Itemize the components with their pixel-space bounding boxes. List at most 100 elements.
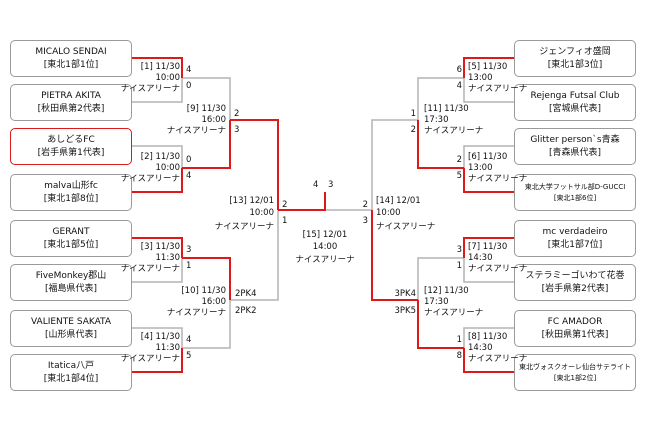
winner-path-line: [463, 57, 514, 78]
team-box-highlighted: あしどるFC [岩手県第1代表]: [10, 128, 132, 165]
team-label: [東北1部2位]: [553, 373, 597, 382]
team-name: ジェンフィオ盛岡: [539, 46, 611, 57]
bracket-line: [182, 77, 231, 120]
match-number: [9] 11/30: [186, 104, 226, 114]
score: 1: [282, 216, 288, 226]
match-number: [3] 11/30: [140, 242, 180, 252]
team-label: [東北1部1位]: [43, 59, 99, 70]
match-time: 11:30: [155, 343, 181, 353]
bracket-line: [463, 78, 514, 103]
winner-path-line: [132, 348, 183, 373]
match-venue: ナイスアリーナ: [166, 126, 226, 136]
score: 4: [186, 65, 192, 75]
team-box: FiveMonkey郡山 [福島県代表]: [10, 264, 132, 301]
bracket-line: [132, 78, 183, 103]
team-box: 東北ヴォスクオーレ仙台サテライト [東北1部2位]: [514, 354, 636, 391]
match-venue: ナイスアリーナ: [468, 354, 528, 364]
score: 3: [456, 245, 462, 255]
match-venue: ナイスアリーナ: [424, 126, 484, 136]
team-label: [岩手県第1代表]: [37, 147, 105, 158]
match-venue: ナイスアリーナ: [214, 222, 274, 232]
match-time: 14:30: [468, 253, 493, 263]
match-number: [14] 12/01: [376, 196, 421, 206]
score: 2: [456, 155, 462, 165]
match-venue: ナイスアリーナ: [120, 354, 180, 364]
score: 3: [362, 216, 368, 226]
score: 3PK5: [394, 306, 416, 316]
team-name: あしどるFC: [47, 134, 95, 145]
score: 4: [313, 180, 319, 190]
bracket-line: [463, 258, 514, 283]
match-number: [11] 11/30: [424, 104, 469, 114]
team-label: [東北1部8位]: [43, 193, 99, 204]
bracket-line: [132, 258, 183, 283]
score: 4: [186, 171, 192, 181]
match-time: 11:30: [155, 253, 181, 263]
match-number: [12] 11/30: [424, 286, 469, 296]
bracket-line: [463, 327, 514, 348]
score: 5: [456, 171, 462, 181]
score: 1: [186, 261, 192, 271]
match-time: 10:00: [249, 208, 275, 218]
match-time: 10:00: [376, 208, 401, 218]
score: 0: [186, 81, 192, 91]
match-time: 13:00: [468, 73, 493, 83]
match-venue: ナイスアリーナ: [468, 264, 528, 274]
score: 4: [456, 81, 462, 91]
score: 3: [186, 245, 192, 255]
winner-path-line: [132, 57, 183, 78]
team-name: 東北ヴォスクオーレ仙台サテライト: [519, 362, 631, 371]
score: 2PK4: [235, 289, 257, 299]
team-box: VALIENTE SAKATA [山形県代表]: [10, 310, 132, 347]
score: 5: [186, 351, 192, 361]
score: 1: [410, 109, 416, 119]
team-name: malva山形fc: [44, 180, 98, 191]
match-number: [5] 11/30: [468, 62, 508, 72]
winner-path-line: [132, 168, 183, 193]
score: 2PK2: [235, 306, 257, 316]
bracket-line: [417, 257, 464, 300]
score: 3PK4: [394, 289, 416, 299]
winner-path-line: [371, 210, 418, 301]
score: 3: [328, 180, 334, 190]
score: 6: [456, 65, 462, 75]
team-name: MICALO SENDAI: [35, 46, 107, 57]
score: 2: [234, 109, 240, 119]
match-venue: ナイスアリーナ: [468, 174, 528, 184]
winner-path-line: [463, 237, 514, 258]
team-name: GERANT: [52, 226, 90, 237]
team-label: [青森県代表]: [548, 147, 602, 158]
match-number: [4] 11/30: [140, 332, 180, 342]
match-number: [7] 11/30: [468, 242, 508, 252]
bracket-line: [182, 300, 231, 349]
team-label: [東北1部4位]: [43, 373, 99, 384]
match-venue: ナイスアリーナ: [120, 84, 180, 94]
winner-path-line: [182, 120, 231, 169]
team-label: [東北1部7位]: [547, 239, 603, 250]
match-number: [10] 11/30: [181, 286, 226, 296]
match-time: 10:00: [155, 163, 181, 173]
team-label: [福島県代表]: [44, 283, 98, 294]
match-time: 17:30: [424, 297, 449, 307]
score: 2: [282, 200, 288, 210]
match-number: [13] 12/01: [229, 196, 274, 206]
winner-path-line: [278, 192, 326, 211]
match-venue: ナイスアリーナ: [295, 255, 355, 265]
team-box: ステラミーゴいわて花巻 [岩手県第2代表]: [514, 264, 636, 301]
team-label: [秋田県第2代表]: [37, 103, 105, 114]
match-number: [2] 11/30: [140, 152, 180, 162]
bracket-line: [371, 119, 418, 210]
team-name: 東北大学フットサル部D-GUCCI: [524, 182, 626, 191]
team-label: [宮城県代表]: [548, 103, 602, 114]
score: 8: [456, 351, 462, 361]
match-time: 13:00: [468, 163, 493, 173]
winner-path-line: [463, 348, 514, 373]
team-name: Rejenga Futsal Club: [530, 90, 620, 101]
winner-path-line: [132, 237, 183, 258]
match-venue: ナイスアリーナ: [424, 308, 484, 318]
team-name: FiveMonkey郡山: [35, 270, 107, 281]
score: 0: [186, 155, 192, 165]
team-name: VALIENTE SAKATA: [30, 316, 112, 327]
bracket-line: [132, 145, 183, 168]
